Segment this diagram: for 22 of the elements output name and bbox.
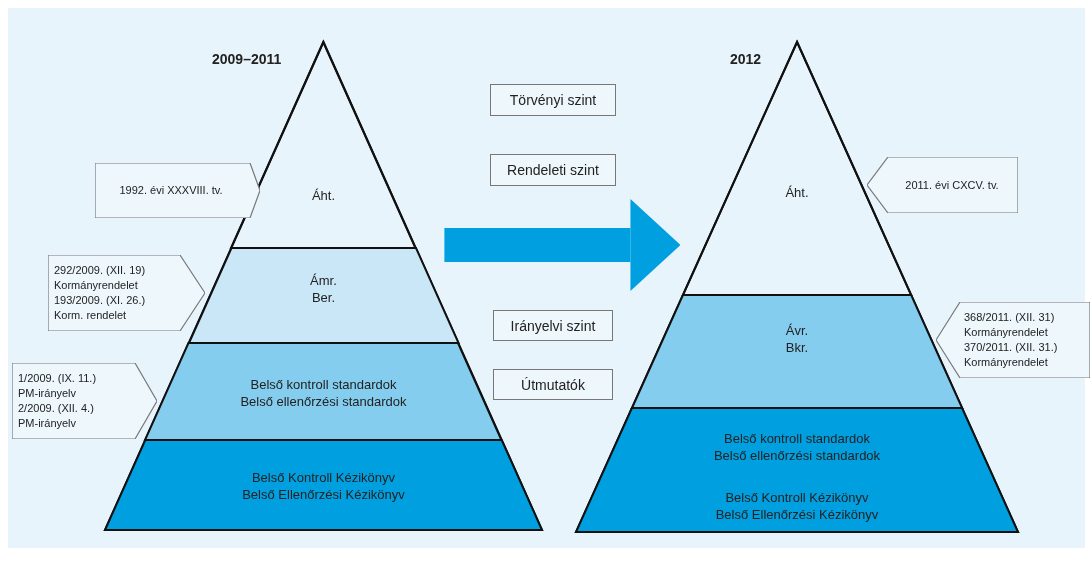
layer-label: Belső kontroll standardok Belső ellenőrzési standardok	[239, 377, 408, 411]
year-heading: 2012	[730, 50, 762, 69]
layer-label: Belső Kontroll Kézikönyv Belső Ellenőrzési Kézikönyv	[714, 490, 880, 524]
callout-text: 2011. évi CXCV. tv.	[904, 177, 1000, 193]
callout-text: 193/2009. (XI. 26.) Korm. rendelet	[54, 293, 147, 323]
level-label: Rendeleti szint	[490, 154, 616, 186]
callout-text: 370/2011. (XII. 31.) Kormányrendelet	[964, 340, 1059, 370]
callout-text: 368/2011. (XII. 31) Kormányrendelet	[964, 310, 1056, 340]
callout-text: 292/2009. (XII. 19) Kormányrendelet	[54, 263, 147, 293]
level-label: Irányelvi szint	[493, 310, 613, 341]
level-label: Útmutatók	[493, 369, 613, 400]
layer-label: Áht.	[784, 184, 810, 202]
year-heading: 2009–2011	[212, 50, 282, 69]
callout-text: 1992. évi XXXVIII. tv.	[118, 183, 224, 198]
layer-label: Ávr. Bkr.	[784, 323, 810, 357]
layer-label: Belső Kontroll Kézikönyv Belső Ellenőrzési Kézikönyv	[241, 470, 406, 504]
callout-text: 2/2009. (XII. 4.) PM-irányelv	[18, 401, 95, 431]
layer-label: Belső kontroll standardok Belső ellenőrzési standardok	[712, 431, 882, 465]
layer-label: Áht.	[310, 187, 337, 205]
layer-label: Ámr. Ber.	[309, 273, 338, 307]
level-label: Törvényi szint	[490, 84, 616, 116]
callout-text: 1/2009. (IX. 11.) PM-irányelv	[18, 371, 98, 401]
